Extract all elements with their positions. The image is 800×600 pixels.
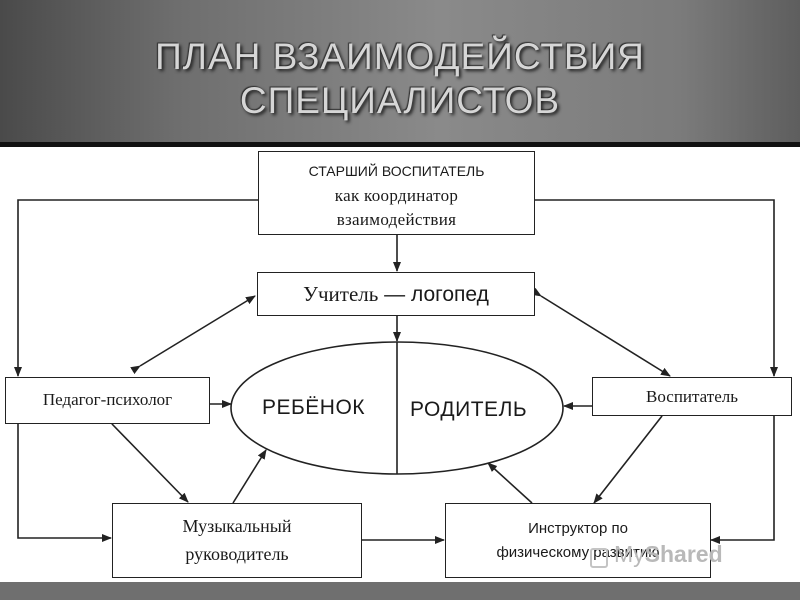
slide-title-line-1: ПЛАН ВЗАИМОДЕЙСТВИЯ <box>155 36 645 77</box>
watermark-shared: Shared <box>644 541 723 567</box>
arrow-psych-to-music <box>17 424 112 542</box>
arrow-educator-pe <box>593 406 671 504</box>
node-senior-educator: СТАРШИЙ ВОСПИТАТЕЛЬ как координатор взаи… <box>258 151 535 235</box>
arrow-senior-to-psych <box>14 199 258 377</box>
arrow-educator-to-pe <box>710 416 775 544</box>
arrow-pe-to-center <box>487 462 533 504</box>
divider-band <box>0 142 800 147</box>
node-senior-title: СТАРШИЙ ВОСПИТАТЕЛЬ <box>308 163 485 179</box>
watermark-my: My <box>614 541 645 567</box>
node-speech-therapist: Учитель — логопед <box>257 272 535 316</box>
node-educator-label: Воспитатель <box>646 387 738 406</box>
node-pe-line-2: физическому развитию <box>496 544 660 561</box>
node-speech-part-1: Учитель <box>303 282 379 306</box>
node-speech-separator: — <box>378 283 411 306</box>
slide-title-line-2: СПЕЦИАЛИСТОВ <box>239 80 561 121</box>
node-educator: Воспитатель <box>592 377 792 416</box>
node-senior-subtitle-1: как координатор <box>334 186 459 205</box>
bottom-band <box>0 582 800 600</box>
arrow-psych-music <box>102 414 189 503</box>
arrow-speech-educator <box>531 287 671 377</box>
node-speech-label: Учитель — логопед <box>258 282 534 307</box>
arrow-music-to-center <box>232 449 267 504</box>
node-psychologist: Педагог-психолог <box>5 377 210 424</box>
center-label-child: РЕБЁНОК <box>262 396 366 419</box>
center-label-parent: РОДИТЕЛЬ <box>410 398 528 421</box>
node-psychologist-label: Педагог-психолог <box>42 390 173 409</box>
node-music-director: Музыкальный руководитель <box>112 503 362 578</box>
title-banner: ПЛАН ВЗАИМОДЕЙСТВИЯ СПЕЦИАЛИСТОВ <box>0 0 800 142</box>
node-senior-subtitle-2: взаимодействия <box>336 210 457 229</box>
arrow-senior-to-educator <box>535 199 778 377</box>
node-music-line-1: Музыкальный <box>182 516 292 536</box>
node-pe-instructor: Инструктор по физическому развитию <box>445 503 711 578</box>
node-music-line-2: руководитель <box>185 544 289 564</box>
watermark: MyShared <box>614 541 723 568</box>
node-speech-part-2: логопед <box>411 283 489 306</box>
presentation-icon <box>590 548 608 568</box>
node-pe-line-1: Инструктор по <box>528 520 628 537</box>
arrow-speech-psych <box>130 295 256 375</box>
